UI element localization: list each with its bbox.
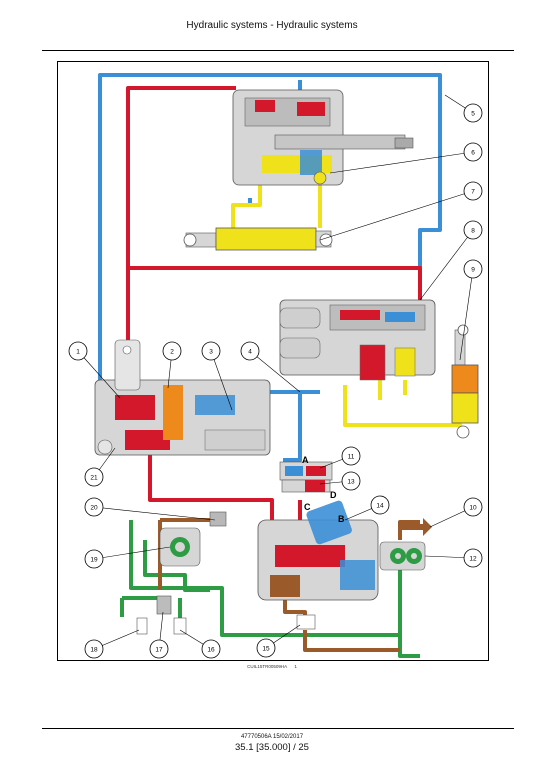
callout-17: 17 [149,639,169,659]
callout-14-label: 14 [376,503,384,510]
callout-3-label: 3 [209,349,213,356]
callout-3: 3 [201,341,221,361]
callout-21-label: 21 [90,475,98,482]
port-label-b: B [338,514,345,524]
callout-4-label: 4 [248,349,252,356]
figure-number: 1 [294,664,297,669]
callout-17-label: 17 [155,647,163,654]
callout-12: 12 [463,548,483,568]
callout-7-label: 7 [471,189,475,196]
priority-valve-block [94,339,271,456]
callout-11-label: 11 [348,454,355,461]
callout-20-label: 20 [90,505,98,512]
callout-14: 14 [370,495,390,515]
footer-page-reference: 35.1 [35.000] / 25 [235,742,309,753]
callout-19-label: 19 [90,557,98,564]
callout-8-label: 8 [471,228,475,235]
callout-6: 6 [463,142,483,162]
callout-9: 9 [463,259,483,279]
port-label-d: D [330,490,337,500]
callout-16-label: 16 [207,647,215,654]
callout-2: 2 [162,341,182,361]
callout-5-label: 5 [471,111,475,118]
valve-11-13 [279,461,333,493]
callout-9-label: 9 [471,267,475,274]
callout-15-label: 15 [262,646,270,653]
callout-1-label: 1 [76,349,80,356]
callout-10: 10 [463,497,483,517]
callout-4: 4 [240,341,260,361]
pump-14 [257,500,379,601]
port-labels: A B C D [302,455,345,524]
suction-lines [120,520,420,658]
filter-group [136,595,187,635]
callout-2-label: 2 [170,349,174,356]
callout-1: 1 [68,341,88,361]
figure-code-text: CUIL15TR00509HA [247,664,287,669]
header-divider [42,50,514,51]
callout-5: 5 [463,103,483,123]
port-label-c: C [304,502,311,512]
callout-7: 7 [463,181,483,201]
port-label-a: A [302,455,309,465]
outlet-arrow-icon [400,518,432,536]
callout-6-label: 6 [471,150,475,157]
callout-19: 19 [84,549,104,569]
charge-pump-19 [159,511,227,567]
callout-13-label: 13 [347,479,355,486]
callout-20: 20 [84,497,104,517]
diagram-frame [57,61,489,661]
page-header-title: Hydraulic systems - Hydraulic systems [186,20,358,31]
footer-document-reference: 47770506A 15/02/2017 [240,734,304,740]
gear-pump-12 [379,541,426,571]
valve-block-8 [279,299,436,381]
callout-21: 21 [84,467,104,487]
cylinder-7 [183,227,333,251]
callout-15: 15 [256,638,276,658]
valve-15 [296,614,316,630]
callout-16: 16 [201,639,221,659]
control-valve-top [232,89,414,186]
cylinder-9 [451,324,479,439]
callout-13: 13 [341,471,361,491]
callout-18: 18 [84,639,104,659]
figure-code: CUIL15TR00509HA 1 [0,664,544,669]
callout-8: 8 [463,220,483,240]
callout-12-label: 12 [469,556,477,563]
callout-11: 11 [341,446,361,466]
callout-10-label: 10 [469,505,477,512]
callout-18-label: 18 [90,647,98,654]
footer-divider [42,728,514,729]
